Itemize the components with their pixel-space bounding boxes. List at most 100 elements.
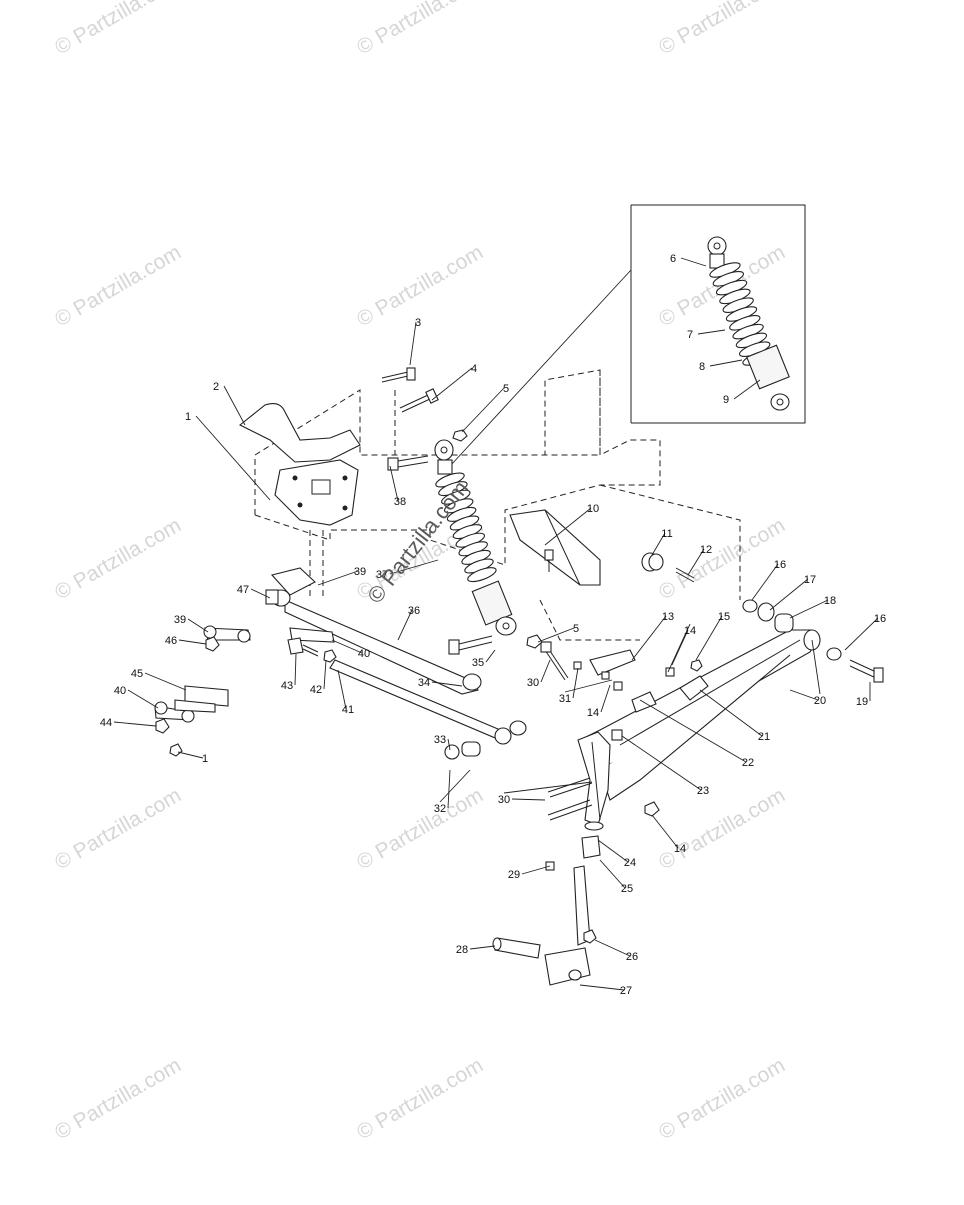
part-callout-1: 1 <box>185 411 191 423</box>
leader-line <box>503 781 593 794</box>
leader-line <box>521 865 551 875</box>
part-callout-8: 8 <box>699 361 705 373</box>
leader-line <box>113 721 157 727</box>
part-callout-19: 19 <box>856 696 868 708</box>
leader-line <box>540 659 551 683</box>
leader-line <box>485 649 496 663</box>
frame-outline <box>254 369 741 641</box>
part-callout-44: 44 <box>100 717 112 729</box>
watermark-text: © Partzilla.com <box>655 1054 789 1145</box>
part-callout-36: 36 <box>408 605 420 617</box>
leader-line <box>323 659 327 690</box>
leader-line <box>597 839 629 863</box>
link-rod-41 <box>329 659 527 745</box>
bolt-38 <box>387 455 429 471</box>
part-callout-15: 15 <box>718 611 730 623</box>
leader-line <box>294 653 297 686</box>
part-callout-11: 11 <box>661 528 672 540</box>
leader-line <box>544 507 592 546</box>
part-callout-40: 40 <box>114 685 126 697</box>
leader-line <box>431 681 463 687</box>
watermark-text: © Partzilla.com <box>655 784 789 875</box>
part-callout-37: 37 <box>376 569 388 581</box>
nuts-44-46-42-43 <box>155 636 337 757</box>
lower-a-arm <box>579 629 821 801</box>
inset-frame <box>631 204 806 424</box>
leader-line <box>651 814 679 849</box>
part-callout-41: 41 <box>342 704 354 716</box>
part-callout-6: 6 <box>670 253 676 265</box>
leader-line <box>127 689 159 709</box>
leader-line <box>631 615 667 661</box>
leader-line <box>709 359 743 367</box>
link-plates-39-40 <box>154 625 335 723</box>
leader-line <box>511 798 546 801</box>
part-callout-40: 40 <box>358 648 370 660</box>
part-callout-47: 47 <box>237 584 249 596</box>
part-callout-13: 13 <box>662 611 674 623</box>
part-callout-14: 14 <box>684 625 696 637</box>
part-callout-35: 35 <box>472 657 484 669</box>
shock-inset <box>450 204 806 466</box>
inset-shock-absorber <box>707 236 790 411</box>
part-callout-27: 27 <box>620 985 632 997</box>
leader-line <box>697 329 726 335</box>
leader-line <box>439 769 471 803</box>
watermark-text: © Partzilla.com <box>51 514 185 605</box>
leader-line <box>687 548 705 576</box>
spindle-assembly <box>492 729 623 986</box>
part-callout-43: 43 <box>281 680 293 692</box>
bolt-35 <box>448 635 493 655</box>
part-callout-18: 18 <box>824 595 836 607</box>
bushing-17-18 <box>757 602 794 633</box>
leader-line <box>317 570 359 586</box>
leader-line <box>177 751 204 759</box>
leader-line <box>461 387 505 433</box>
part-callout-10: 10 <box>587 503 599 515</box>
part-callout-3: 3 <box>415 317 421 329</box>
pivot-shaft-10 <box>509 509 601 586</box>
torque-arm-36 <box>265 567 482 695</box>
part-callout-33: 33 <box>434 734 446 746</box>
part-callout-14: 14 <box>587 707 599 719</box>
part-callout-30: 30 <box>527 677 539 689</box>
leader-line <box>447 738 451 751</box>
part-callout-42: 42 <box>310 684 322 696</box>
leader-line <box>789 599 829 619</box>
leader-line <box>389 559 439 575</box>
bracket-45 <box>174 685 229 713</box>
leader-line <box>789 689 819 701</box>
leader-line <box>572 667 579 699</box>
part-callout-32: 32 <box>434 803 446 815</box>
upper-frame-bracket <box>238 403 361 526</box>
leader-line <box>397 609 413 641</box>
leader-line <box>621 735 702 791</box>
leader-line <box>751 563 779 601</box>
part-callout-38: 38 <box>394 496 406 508</box>
nut-5-upper <box>452 429 468 442</box>
main-shock-absorber <box>434 439 517 636</box>
inset-pointer-line <box>450 269 632 466</box>
part-callout-16: 16 <box>874 613 886 625</box>
part-callout-30: 30 <box>498 794 510 806</box>
part-callout-23: 23 <box>697 785 709 797</box>
part-callout-39: 39 <box>174 614 186 626</box>
leader-line <box>844 617 879 651</box>
bolts-30 <box>540 641 593 821</box>
part-callout-14: 14 <box>674 843 686 855</box>
watermark-text: © Partzilla.com <box>353 0 487 59</box>
leader-line <box>680 257 707 267</box>
leader-line <box>699 689 763 737</box>
leader-line <box>447 769 451 809</box>
leader-line <box>579 984 625 991</box>
part-callout-39: 39 <box>354 566 366 578</box>
part-callout-26: 26 <box>626 951 638 963</box>
leader-line <box>769 578 809 611</box>
leader-line <box>250 588 271 599</box>
part-callout-24: 24 <box>624 857 636 869</box>
leader-line <box>600 684 611 713</box>
part-callout-2: 2 <box>213 381 219 393</box>
part-callout-25: 25 <box>621 883 633 895</box>
